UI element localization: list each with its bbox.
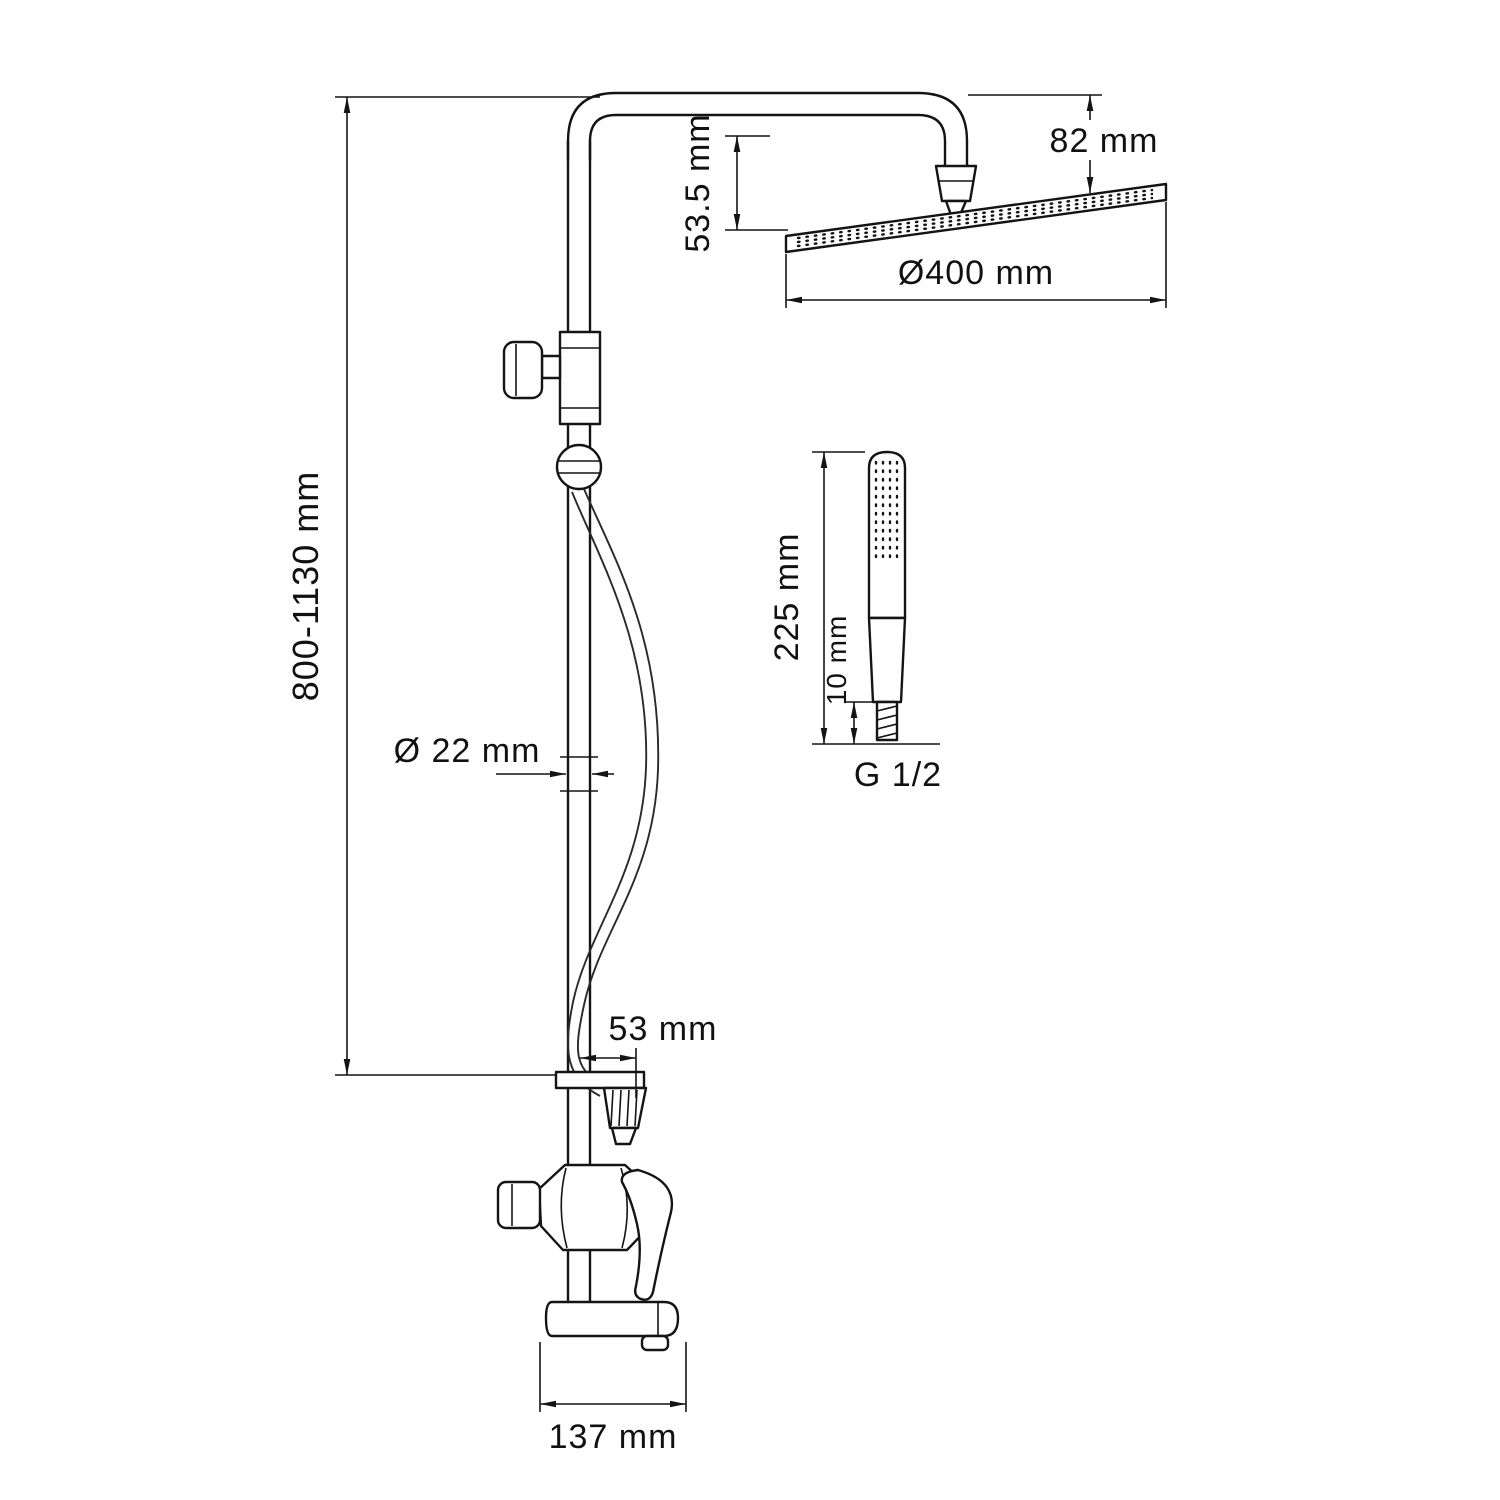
diverter-collar bbox=[558, 330, 602, 426]
dim-arm-drop: 82 mm bbox=[968, 94, 1170, 193]
riser-pipe bbox=[560, 139, 598, 1304]
rain-shower-head bbox=[784, 182, 1168, 254]
mixer-lever-handle bbox=[620, 1168, 674, 1301]
dim-column-height: 800-1130 mm bbox=[285, 96, 600, 1076]
hose-fitting bbox=[602, 1086, 648, 1146]
thread-spec: G 1/2 bbox=[854, 756, 942, 794]
dim-column-height-label: 800-1130 mm bbox=[285, 471, 326, 701]
shower-head-connector bbox=[934, 164, 978, 217]
slider-ball-joint bbox=[555, 443, 603, 491]
dim-head-diameter: Ø400 mm bbox=[785, 202, 1167, 308]
dim-bottom-offset: 53 mm bbox=[580, 1010, 718, 1098]
dim-pipe-diameter: Ø 22 mm bbox=[394, 732, 614, 778]
shower-arm bbox=[566, 91, 969, 171]
dim-handshower-length: 225 mm bbox=[768, 451, 940, 745]
thread-spec-label: G 1/2 bbox=[854, 756, 942, 794]
dim-head-diameter-label: Ø400 mm bbox=[898, 254, 1054, 292]
dim-spout-reach: 137 mm bbox=[539, 1342, 687, 1456]
hand-shower bbox=[867, 450, 907, 742]
diverter-knob bbox=[502, 340, 562, 400]
tub-spout bbox=[544, 1300, 680, 1352]
dim-thread-length: 10 mm bbox=[821, 615, 877, 744]
shower-hose bbox=[567, 488, 660, 1097]
temperature-knob bbox=[496, 1180, 542, 1230]
dim-spout-reach-label: 137 mm bbox=[549, 1418, 678, 1456]
dim-pipe-diameter-label: Ø 22 mm bbox=[394, 732, 541, 770]
dim-thread-length-label: 10 mm bbox=[821, 615, 852, 706]
dim-arm-drop-label: 82 mm bbox=[1050, 122, 1159, 160]
dim-head-offset-label: 53.5 mm bbox=[679, 113, 717, 252]
wall-bracket bbox=[554, 1070, 646, 1090]
dim-bottom-offset-label: 53 mm bbox=[609, 1010, 718, 1048]
dim-head-offset: 53.5 mm bbox=[679, 113, 788, 253]
dim-handshower-length-label: 225 mm bbox=[768, 533, 806, 662]
